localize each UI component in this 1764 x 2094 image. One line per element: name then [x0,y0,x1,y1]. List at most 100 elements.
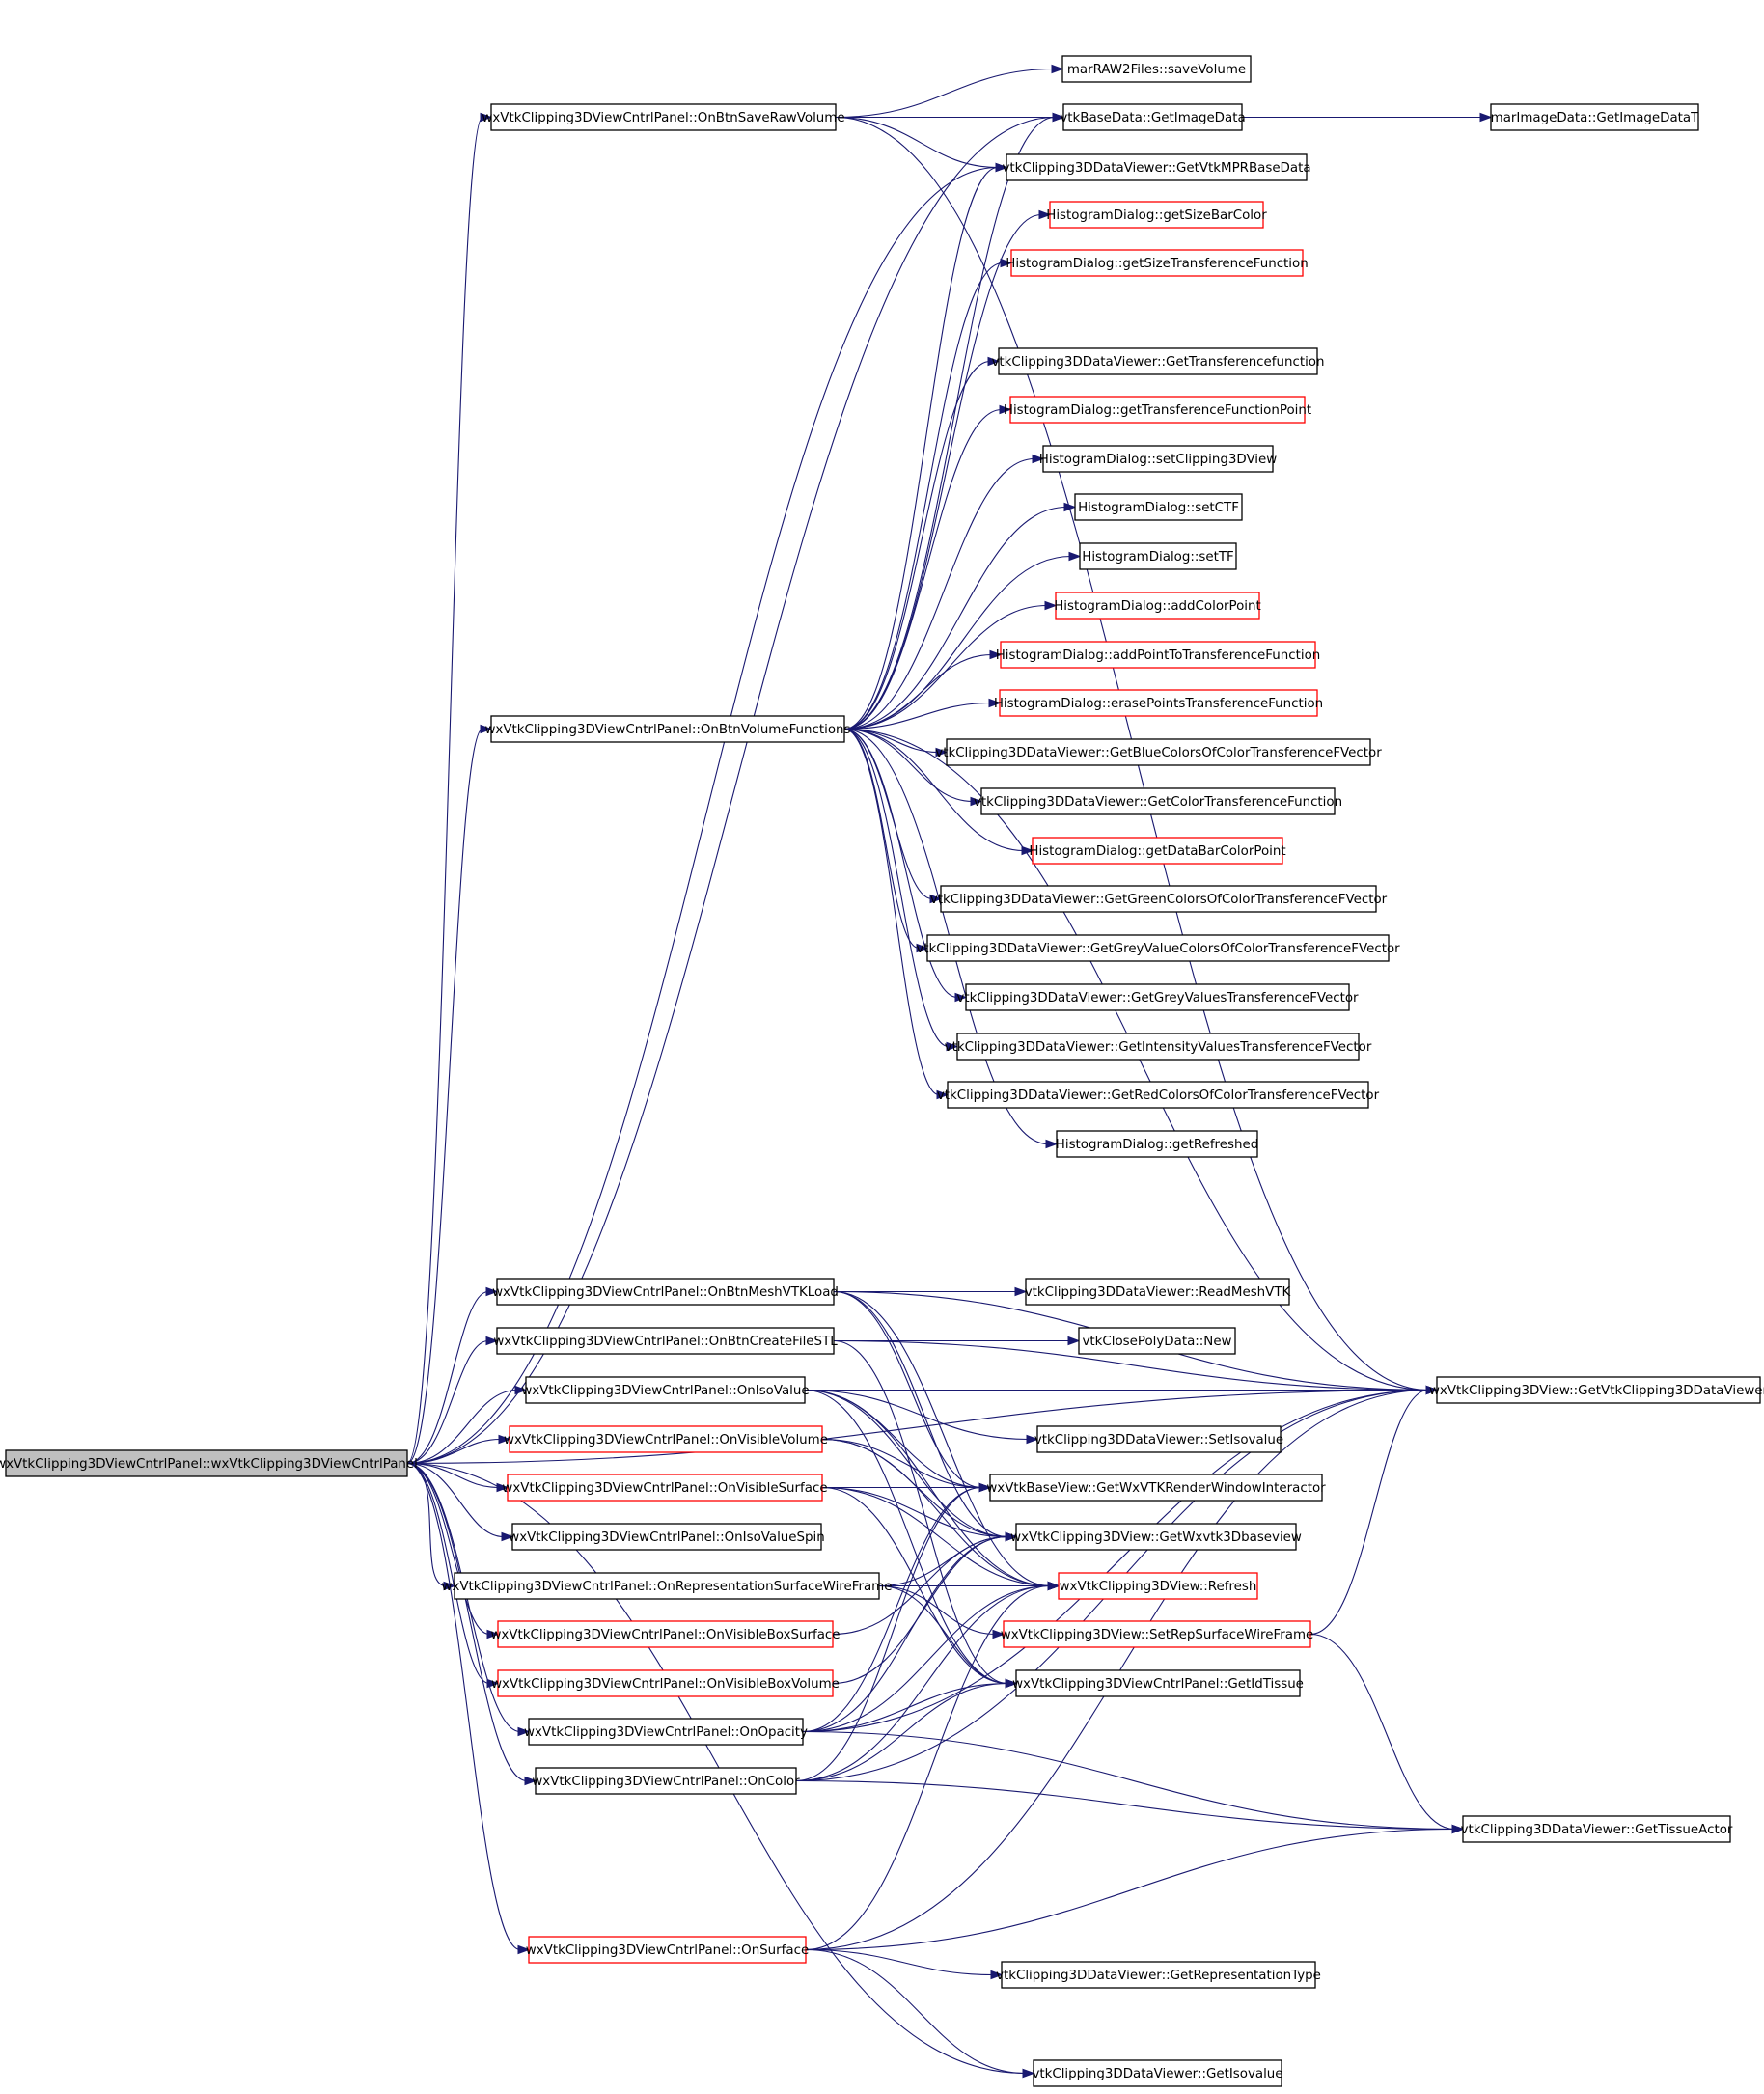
graph-node[interactable]: vtkClipping3DDataViewer::GetIsovalue [1032,2059,1283,2087]
node-box [1033,2059,1282,2087]
node-label: vtkClipping3DDataViewer::GetVtkMPRBaseDa… [1002,161,1310,176]
graph-node[interactable]: wxVtkClipping3DViewCntrlPanel::OnBtnVolu… [484,715,851,743]
graph-node[interactable]: wxVtkClipping3DViewCntrlPanel::OnReprese… [442,1572,893,1600]
edge-arrowhead [485,1286,499,1297]
node-box [1010,249,1304,277]
graph-node[interactable]: HistogramDialog::addPointToTransferenceF… [996,641,1321,669]
node-label: HistogramDialog::erasePointsTransference… [994,697,1323,711]
graph-node[interactable]: wxVtkClipping3DViewCntrlPanel::OnVisible… [504,1425,828,1453]
node-box [965,983,1350,1011]
edge-arrowhead [501,1531,514,1542]
node-box [989,1474,1323,1502]
graph-node[interactable]: vtkClipping3DDataViewer::SetIsovalue [1034,1425,1283,1453]
graph-node[interactable]: wxVtkClipping3DViewCntrlPanel::OnBtnMesh… [492,1278,839,1306]
graph-node[interactable]: vtkClipping3DDataViewer::GetIntensityVal… [945,1033,1372,1061]
call-edge [406,1462,505,1538]
edge-arrowhead [936,1089,950,1100]
call-edge [835,68,1055,119]
graph-node[interactable]: wxVtkClipping3DView::Refresh [1058,1572,1258,1600]
call-edge [843,702,992,730]
graph-node[interactable]: wxVtkClipping3DView::GetWxvtk3Dbaseview [1010,1523,1302,1551]
graph-node[interactable]: wxVtkClipping3DViewCntrlPanel::OnIsoValu… [509,1523,825,1551]
edge-arrowhead [1032,454,1045,464]
graph-node[interactable]: vtkClosePolyData::New [1078,1327,1236,1355]
node-label: wxVtkClipping3DViewCntrlPanel::OnIsoValu… [521,1384,809,1398]
graph-node[interactable]: vtkBaseData::GetImageData [1060,103,1246,131]
graph-node[interactable]: vtkClipping3DDataViewer::GetTransference… [992,347,1325,375]
call-edge [878,1584,1008,1685]
node-box [509,1425,823,1453]
graph-node[interactable]: wxVtkClipping3DView::GetVtkClipping3DDat… [1429,1376,1764,1404]
graph-node[interactable]: wxVtkClipping3DView::SetRepSurfaceWireFr… [1001,1620,1313,1648]
graph-node[interactable]: vtkClipping3DDataViewer::ReadMeshVTK [1025,1278,1292,1306]
node-label: wxVtkClipping3DViewCntrlPanel::OnBtnCrea… [493,1335,838,1349]
node-label: HistogramDialog::setTF [1082,550,1233,565]
graph-node[interactable]: marImageData::GetImageDataT [1490,103,1699,131]
edge-arrowhead [978,1482,992,1493]
graph-node[interactable]: HistogramDialog::setCTF [1074,493,1243,521]
node-label: HistogramDialog::addColorPoint [1054,599,1261,614]
edge-arrowhead [1026,1434,1039,1445]
node-label: vtkClipping3DDataViewer::GetGreyValueCol… [916,942,1400,956]
graph-node[interactable]: HistogramDialog::erasePointsTransference… [994,689,1323,717]
node-box [926,934,1390,962]
node-box [454,1572,880,1600]
node-box [1058,1572,1258,1600]
call-edge [406,116,483,1465]
graph-node[interactable]: wxVtkClipping3DViewCntrlPanel::GetIdTiss… [1012,1669,1304,1697]
graph-node[interactable]: HistogramDialog::getRefreshed [1056,1130,1258,1158]
graph-node[interactable]: HistogramDialog::getSizeBarColor [1046,201,1267,229]
graph-node[interactable]: wxVtkClipping3DViewCntrlPanel::OnBtnSave… [482,103,845,131]
graph-node[interactable]: HistogramDialog::getDataBarColorPoint [1029,837,1286,865]
graph-node[interactable]: vtkClipping3DDataViewer::GetColorTransfe… [974,787,1342,815]
node-box [1006,153,1308,181]
call-edge [843,728,933,900]
graph-node[interactable]: vtkClipping3DDataViewer::GetRepresentati… [996,1961,1321,1989]
node-box [1055,592,1260,620]
node-box [1000,641,1316,669]
graph-node[interactable]: HistogramDialog::getTransferenceFunction… [1004,396,1311,424]
graph-node[interactable]: vtkClipping3DDataViewer::GetRedColorsOfC… [937,1081,1380,1109]
graph-node[interactable]: wxVtkClipping3DViewCntrlPanel::OnVisible… [490,1620,841,1648]
graph-node[interactable]: vtkClipping3DDataViewer::GetGreyValueCol… [916,934,1400,962]
graph-node[interactable]: wxVtkBaseView::GetWxVTKRenderWindowInter… [986,1474,1326,1502]
graph-node[interactable]: wxVtkClipping3DViewCntrlPanel::OnBtnCrea… [493,1327,838,1355]
graph-node[interactable]: vtkClipping3DDataViewer::GetBlueColorsOf… [935,738,1382,766]
graph-node[interactable]: wxVtkClipping3DViewCntrlPanel::OnColor [532,1767,800,1795]
call-edge [833,1339,1008,1685]
graph-node[interactable]: HistogramDialog::setTF [1079,542,1237,570]
node-label: wxVtkClipping3DViewCntrlPanel::OnIsoValu… [509,1530,825,1545]
call-edge [833,1339,1429,1391]
edge-arrowhead [970,796,983,807]
graph-node[interactable]: HistogramDialog::getSizeTransferenceFunc… [1006,249,1309,277]
graph-node[interactable]: HistogramDialog::addColorPoint [1054,592,1261,620]
node-box [940,885,1377,913]
graph-node[interactable]: wxVtkClipping3DViewCntrlPanel::OnVisible… [502,1474,828,1502]
edge-arrowhead [1045,1139,1059,1149]
edge-arrowhead [486,1629,500,1639]
graph-node[interactable]: marRAW2Files::saveVolume [1061,55,1252,83]
edge-arrowhead [988,698,1002,708]
call-edge [795,1486,982,1782]
graph-node[interactable]: HistogramDialog::setClipping3DView [1039,445,1278,473]
call-edge [802,1730,1455,1831]
edge-arrowhead [1005,1531,1018,1542]
graph-node[interactable]: wxVtkClipping3DViewCntrlPanel::OnOpacity [524,1718,808,1746]
graph-node[interactable]: vtkClipping3DDataViewer::GetGreyValuesTr… [956,983,1359,1011]
graph-node[interactable]: vtkClipping3DDataViewer::GetVtkMPRBaseDa… [1002,153,1311,181]
edge-arrowhead [1451,1824,1465,1834]
call-edge [843,728,958,999]
graph-node[interactable]: wxVtkClipping3DViewCntrlPanel::wxVtkClip… [0,1449,418,1477]
edge-arrowhead [486,1678,500,1689]
graph-node[interactable]: vtkClipping3DDataViewer::GetTissueActor [1461,1815,1733,1843]
call-edge [833,1290,1008,1538]
graph-node[interactable]: wxVtkClipping3DViewCntrlPanel::OnVisible… [491,1669,840,1697]
edge-arrowhead [1000,258,1013,268]
node-label: wxVtkClipping3DViewCntrlPanel::GetIdTiss… [1012,1677,1304,1692]
edge-arrowhead [1067,1336,1081,1346]
graph-node[interactable]: wxVtkClipping3DViewCntrlPanel::OnSurface [526,1936,809,1964]
graph-node[interactable]: vtkClipping3DDataViewer::GetGreenColorsO… [930,885,1388,913]
call-edge [821,1486,1051,1587]
graph-node[interactable]: wxVtkClipping3DViewCntrlPanel::OnIsoValu… [521,1376,810,1404]
